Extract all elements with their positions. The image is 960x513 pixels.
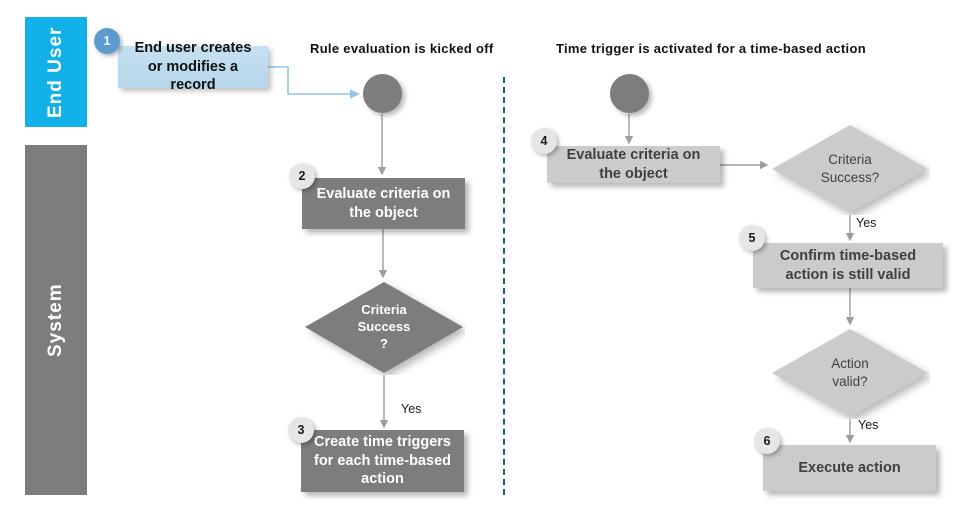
step-5-number: 5	[748, 231, 756, 245]
start-node-left	[363, 74, 402, 113]
section-divider	[503, 77, 505, 495]
step-2-box[interactable]: Evaluate criteria on the object	[302, 178, 465, 229]
edge-label-yes-right-criteria: Yes	[856, 216, 877, 230]
step-4-number: 4	[540, 134, 548, 148]
step-6-badge: 6	[754, 428, 780, 454]
step-3-box[interactable]: Create time triggers for each time-based…	[301, 430, 464, 492]
step-4-label: Evaluate criteria on the object	[566, 146, 701, 182]
edge-label-yes-left: Yes	[401, 402, 422, 416]
step-1-box[interactable]: End user creates or modifies a record	[118, 40, 268, 93]
decision-criteria-success-left[interactable]: Criteria Success ?	[303, 280, 465, 375]
decision-action-valid[interactable]: Action valid?	[770, 327, 930, 419]
decision-criteria-success-right[interactable]: Criteria Success?	[770, 123, 930, 215]
step-2-badge: 2	[289, 163, 315, 189]
step-6-number: 6	[763, 434, 771, 448]
section-title-right: Time trigger is activated for a time-bas…	[556, 41, 866, 56]
step-6-label: Execute action	[798, 459, 901, 476]
step-3-badge: 3	[288, 417, 314, 443]
start-node-right	[610, 74, 649, 113]
step-2-label: Evaluate criteria on the object	[316, 185, 451, 221]
step-2-number: 2	[298, 169, 306, 183]
lane-label-system: System	[45, 283, 66, 357]
step-5-badge: 5	[739, 225, 765, 251]
section-title-left: Rule evaluation is kicked off	[310, 41, 494, 56]
step-1-number: 1	[103, 34, 111, 48]
connector-step1-to-start	[268, 66, 360, 99]
step-3-label: Create time triggers for each time-based…	[314, 434, 451, 488]
step-6-box[interactable]: Execute action	[763, 445, 936, 491]
step-5-label: Confirm time-based action is still valid	[779, 247, 917, 283]
lane-header-system: System	[25, 145, 87, 495]
step-3-number: 3	[297, 423, 305, 437]
edge-label-yes-right-action: Yes	[858, 418, 879, 432]
lane-header-end-user: End User	[25, 17, 87, 127]
step-1-label: End user creates or modifies a record	[134, 40, 252, 94]
step-4-box[interactable]: Evaluate criteria on the object	[547, 146, 720, 183]
step-4-badge: 4	[531, 128, 557, 154]
step-5-box[interactable]: Confirm time-based action is still valid	[753, 243, 943, 288]
lane-label-end-user: End User	[45, 26, 66, 118]
step-1-badge: 1	[94, 28, 120, 54]
